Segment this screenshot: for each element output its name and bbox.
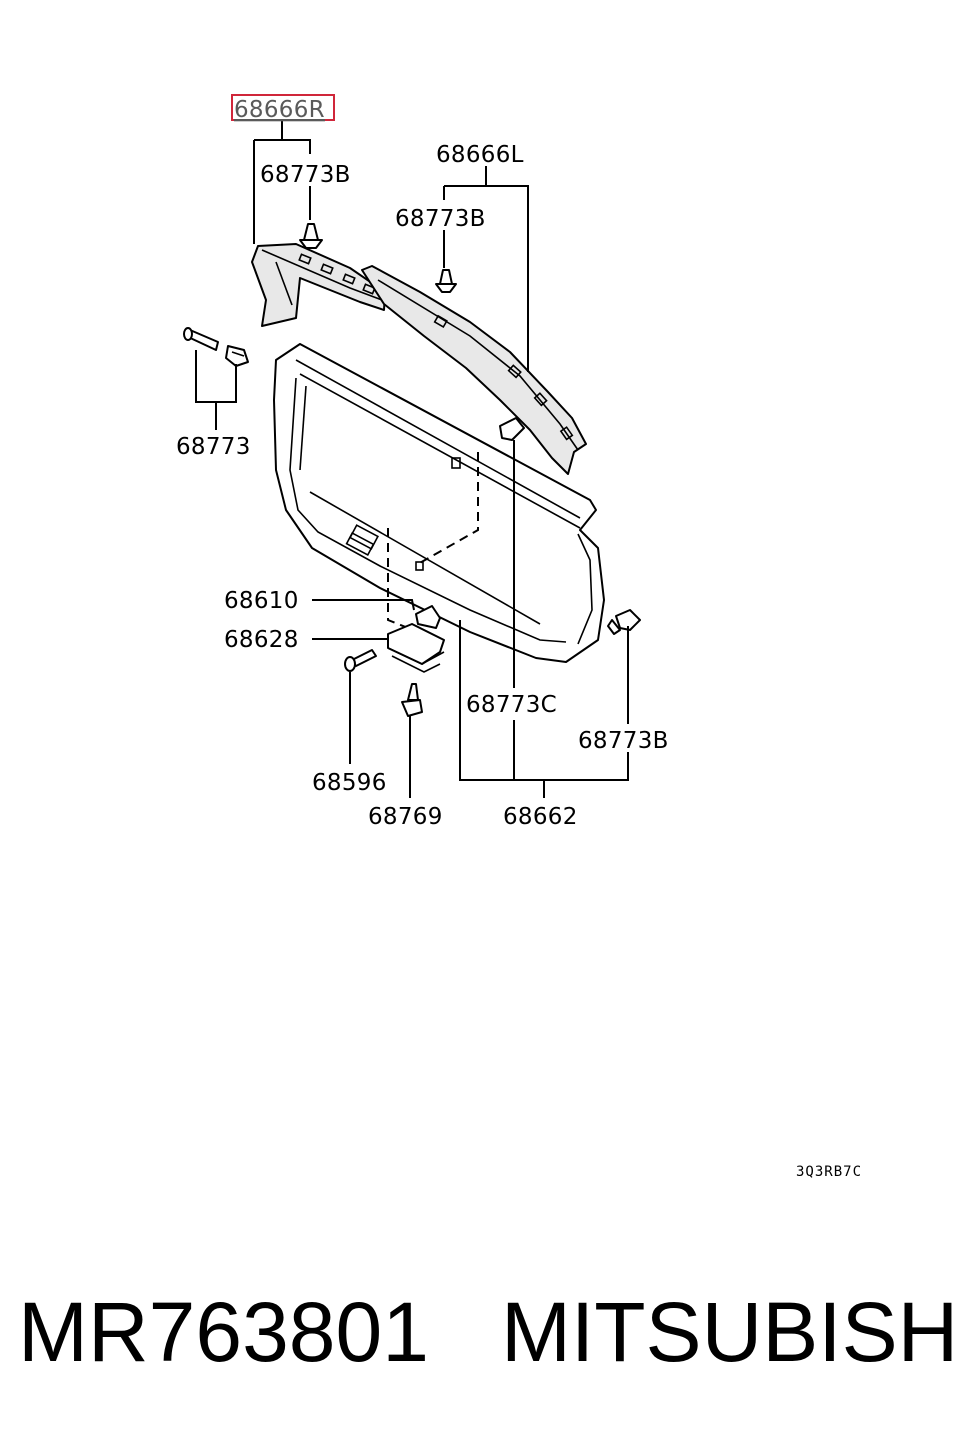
latch-cover-68610 (415, 605, 441, 629)
label-68628[interactable]: 68628 (224, 627, 299, 653)
screw-grommet-68769 (401, 683, 423, 717)
label-68596[interactable]: 68596 (312, 770, 387, 796)
highlight-box (231, 94, 335, 121)
label-68610[interactable]: 68610 (224, 588, 299, 614)
screw-68596 (344, 649, 377, 672)
label-68773c[interactable]: 68773C (466, 692, 557, 718)
clip-68773b-right-trim (299, 223, 323, 249)
label-68773b-right[interactable]: 68773B (578, 728, 669, 754)
clip-68773b-left-trim (435, 269, 457, 293)
clip-68773b-right (607, 609, 641, 635)
label-68662[interactable]: 68662 (503, 804, 578, 830)
label-68666l[interactable]: 68666L (436, 142, 524, 168)
handle-68628 (387, 623, 445, 673)
label-68773b-l[interactable]: 68773B (395, 206, 486, 232)
upper-trim-left (361, 265, 587, 475)
pin-68773 (183, 327, 249, 367)
fitting-line-clip-c (417, 452, 479, 565)
label-68773b-r[interactable]: 68773B (260, 162, 351, 188)
upper-trim-right (251, 243, 386, 327)
part-number: MR763801 (18, 1285, 429, 1379)
label-68773[interactable]: 68773 (176, 434, 251, 460)
clip-68773c (499, 417, 525, 441)
drawing-code: 3Q3RB7C (796, 1164, 863, 1180)
label-68666r[interactable]: 68666R (234, 97, 325, 123)
door-trim-panel (273, 343, 605, 663)
label-68769[interactable]: 68769 (368, 804, 443, 830)
parts-diagram: 68666R 68773B 68666L 68773B 68773 68610 … (176, 94, 669, 830)
brand-name: MITSUBISHI (500, 1285, 960, 1379)
